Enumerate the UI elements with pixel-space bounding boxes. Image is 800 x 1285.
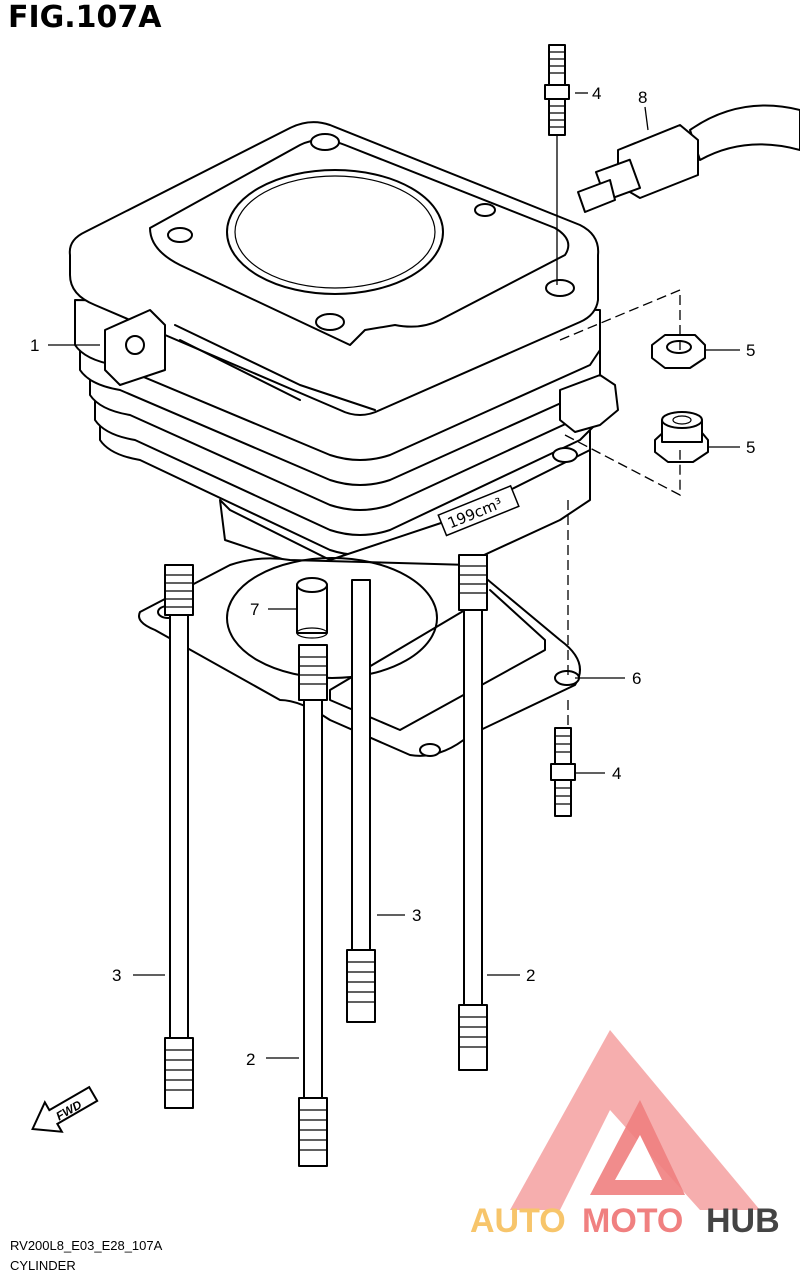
watermark-word-moto: MOTO	[582, 1202, 683, 1240]
watermark-word-auto: AUTO	[470, 1202, 566, 1240]
callout-8: 8	[638, 88, 647, 107]
diagram-code: RV200L8_E03_E28_107A	[10, 1238, 163, 1253]
fwd-arrow-icon: FWD	[31, 1085, 99, 1133]
nut-5-upper	[651, 334, 706, 369]
callout-4-top: 4	[592, 84, 601, 103]
callout-3-right: 3	[412, 906, 421, 925]
callout-labels: 1 2 2 3 3 4 4 5 5 6 7 8	[30, 84, 755, 1069]
stud-4-top	[544, 44, 570, 136]
callout-6: 6	[632, 669, 641, 688]
callout-7: 7	[250, 600, 259, 619]
dowel-pin-7	[296, 577, 328, 639]
stud-4-bottom	[550, 727, 576, 817]
callout-2-right: 2	[526, 966, 535, 985]
leader-lines	[48, 92, 740, 1059]
stud-2-left	[298, 644, 328, 1167]
stud-3-left	[164, 564, 194, 1109]
callout-1: 1	[30, 336, 39, 355]
callout-3-left: 3	[112, 966, 121, 985]
figure-title: FIG.107A	[8, 0, 162, 35]
callout-5-upper: 5	[746, 341, 755, 360]
callout-2-left: 2	[246, 1050, 255, 1069]
diagram-name: CYLINDER	[10, 1258, 76, 1273]
stud-2-right	[458, 554, 488, 1071]
watermark-word-hub: HUB	[706, 1202, 780, 1240]
callout-5-lower: 5	[746, 438, 755, 457]
stud-3-right	[346, 579, 376, 1023]
callout-4-bottom: 4	[612, 764, 621, 783]
temp-sensor	[577, 104, 800, 213]
cylinder-block: 199cm³	[68, 121, 619, 586]
nut-5-lower	[654, 411, 709, 463]
automotohub-watermark: AUTO MOTO HUB	[470, 1030, 780, 1240]
